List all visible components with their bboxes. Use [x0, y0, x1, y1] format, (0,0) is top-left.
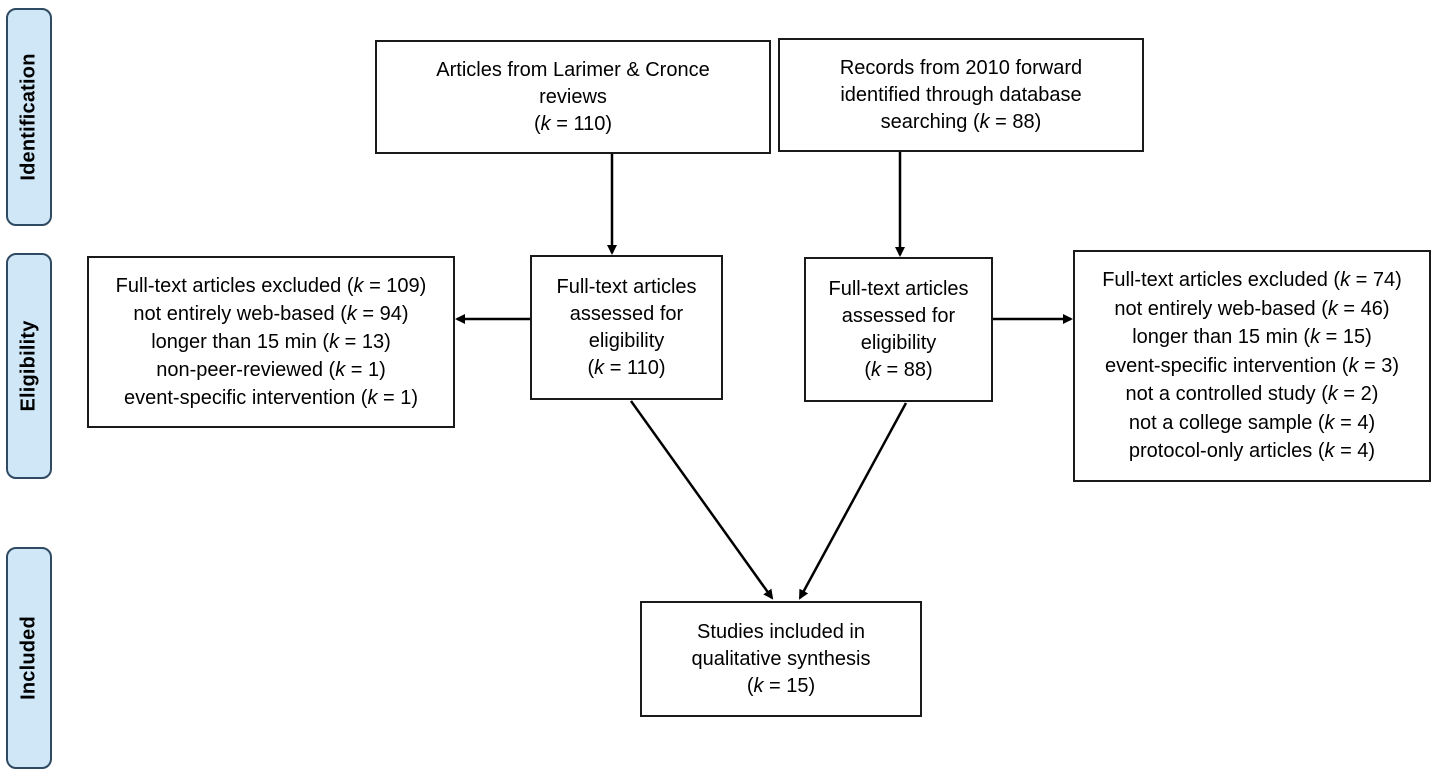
phase-identification: Identification	[6, 8, 52, 226]
included-line2: qualitative synthesis	[691, 647, 871, 670]
assessed-right-line3: eligibility	[860, 331, 937, 354]
excluded-right-item: Full-text articles excluded (k = 74)	[1102, 269, 1402, 292]
assessed-right-box: Full-text articles assessed for eligibil…	[804, 257, 993, 402]
larimer-cronce-line1: Articles from Larimer & Cronce	[436, 58, 710, 81]
assessed-left-line3: eligibility	[588, 329, 665, 352]
included-box: Studies included in qualitative synthesi…	[640, 601, 922, 717]
phase-eligibility-label: Eligibility	[17, 320, 40, 412]
phase-identification-label: Identification	[17, 53, 40, 181]
arrow-assessed-right-to-included	[798, 402, 908, 600]
larimer-cronce-count: (k = 110)	[533, 112, 612, 135]
excluded-right-item: protocol-only articles (k = 4)	[1128, 440, 1376, 463]
larimer-cronce-box: Articles from Larimer & Cronce reviews (…	[375, 40, 771, 154]
assessed-left-box: Full-text articles assessed for eligibil…	[530, 255, 723, 400]
database-records-box: Records from 2010 forward identified thr…	[778, 38, 1144, 152]
excluded-right-item: not a controlled study (k = 2)	[1125, 383, 1379, 406]
excluded-left-item: Full-text articles excluded (k = 109)	[115, 275, 427, 297]
included-line1: Studies included in	[697, 620, 865, 643]
excluded-right-item: not entirely web-based (k = 46)	[1114, 297, 1390, 320]
assessed-right-line2: assessed for	[841, 304, 956, 327]
phase-eligibility: Eligibility	[6, 253, 52, 479]
excluded-left-item: non-peer-reviewed (k = 1)	[156, 359, 386, 381]
arrow-assessed-left-to-included	[629, 400, 774, 600]
excluded-right-item: event-specific intervention (k = 3)	[1104, 354, 1400, 377]
assessed-right-line1: Full-text articles	[828, 277, 969, 300]
database-records-count: searching (k = 88)	[880, 110, 1042, 133]
excluded-left-item: longer than 15 min (k = 13)	[151, 331, 391, 353]
excluded-right-item: not a college sample (k = 4)	[1128, 411, 1376, 434]
included-count: (k = 15)	[746, 674, 816, 697]
assessed-left-line1: Full-text articles	[556, 275, 697, 298]
database-records-line2: identified through database	[840, 83, 1082, 106]
phase-included: Included	[6, 547, 52, 769]
phase-included-label: Included	[17, 616, 40, 700]
assessed-right-count: (k = 88)	[864, 358, 933, 381]
assessed-left-line2: assessed for	[569, 302, 684, 325]
excluded-right-item: longer than 15 min (k = 15)	[1132, 326, 1372, 349]
excluded-right-box: Full-text articles excluded (k = 74) not…	[1073, 250, 1431, 482]
excluded-left-box: Full-text articles excluded (k = 109) no…	[87, 256, 455, 428]
excluded-left-item: event-specific intervention (k = 1)	[123, 387, 419, 409]
excluded-left-item: not entirely web-based (k = 94)	[133, 303, 409, 325]
database-records-line1: Records from 2010 forward	[839, 56, 1083, 79]
assessed-left-count: (k = 110)	[587, 356, 666, 379]
larimer-cronce-line2: reviews	[539, 85, 607, 108]
